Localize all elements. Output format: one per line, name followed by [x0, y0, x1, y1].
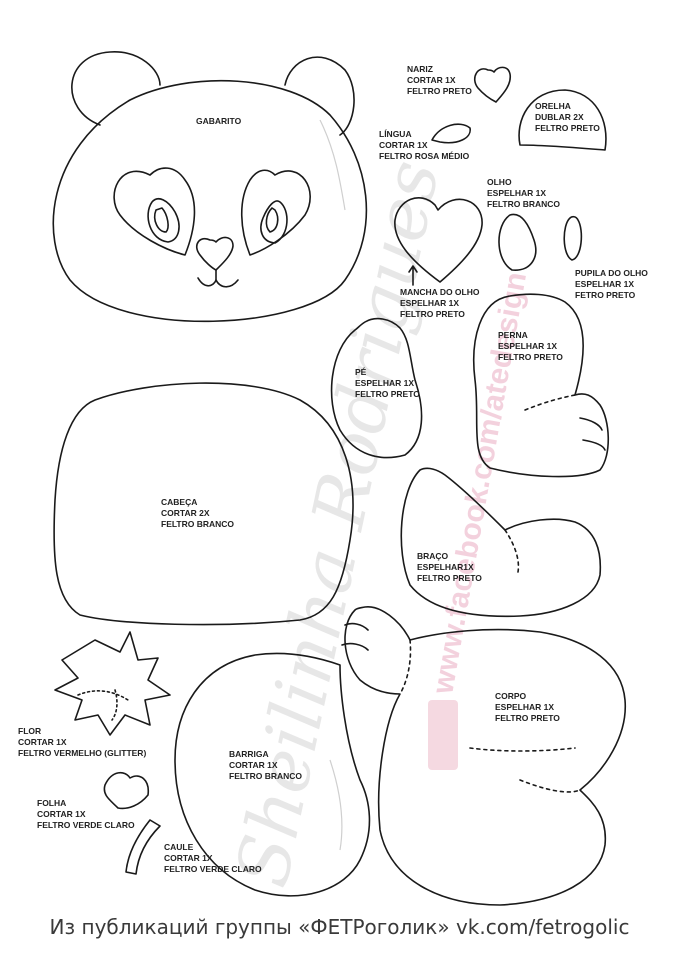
label-line: PÉ [355, 367, 367, 377]
footer-credit: Из публикаций группы «ФЕТРоголик» vk.com… [49, 915, 630, 939]
label-line: FELTRO PRETO [407, 86, 472, 96]
tongue-piece [431, 123, 471, 144]
label-barriga: BARRIGA CORTAR 1X FELTRO BRANCO [229, 749, 302, 782]
label-line: ESPELHAR1X [417, 562, 474, 572]
label-line: ESPELHAR 1X [498, 341, 558, 351]
arrow-mark [408, 265, 418, 286]
label-line: MANCHA DO OLHO [400, 287, 480, 297]
leaf-piece [103, 771, 150, 810]
label-braco: BRAÇO ESPELHAR1X FELTRO PRETO [417, 551, 482, 584]
label-line: CORTAR 1X [379, 140, 428, 150]
label-line: FELTRO VERMELHO (GLITTER) [18, 748, 147, 758]
eye-patch-piece [394, 196, 483, 283]
label-line: FELTRO PRETO [535, 123, 600, 133]
label-line: ESPELHAR 1X [575, 279, 635, 289]
leg-piece [472, 293, 610, 478]
head-piece [53, 382, 354, 626]
ear-piece [518, 89, 607, 151]
label-line: LÍNGUA [379, 129, 412, 139]
label-lingua: LÍNGUA CORTAR 1X FELTRO ROSA MÉDIO [379, 129, 469, 162]
label-line: ORELHA [535, 101, 571, 111]
label-folha: FOLHA CORTAR 1X FELTRO VERDE CLARO [37, 798, 135, 831]
label-line: CORPO [495, 691, 527, 701]
label-line: CORTAR 1X [18, 737, 67, 747]
belly-piece [174, 652, 371, 897]
label-cabeca: CABEÇA CORTAR 2X FELTRO BRANCO [161, 497, 234, 530]
label-line: FELTRO PRETO [498, 352, 563, 362]
nose-piece [473, 66, 512, 103]
label-line: FELTRO VERDE CLARO [164, 864, 262, 874]
label-gabarito: GABARITO [196, 116, 241, 127]
label-line: FELTRO PRETO [495, 713, 560, 723]
label-line: FELTRO BRANCO [229, 771, 303, 781]
label-line: FELTRO BRANCO [161, 519, 235, 529]
svg-text:Sheilinha Rodrigues: Sheilinha Rodrigues [219, 153, 455, 893]
label-line: FOLHA [37, 798, 67, 808]
label-pe: PÉ ESPELHAR 1X FELTRO PRETO [355, 367, 420, 400]
label-line: CORTAR 1X [37, 809, 86, 819]
label-line: FELTRO ROSA MÉDIO [379, 151, 470, 161]
label-caule: CAULE CORTAR 1X FELTRO VERDE CLARO [164, 842, 262, 875]
label-line: ESPELHAR 1X [487, 188, 547, 198]
label-line: ESPELHAR 1X [400, 298, 460, 308]
flower-piece [54, 631, 171, 736]
label-corpo: CORPO ESPELHAR 1X FELTRO PRETO [495, 691, 560, 724]
label-line: CAULE [164, 842, 194, 852]
body-piece [344, 606, 626, 906]
label-flor: FLOR CORTAR 1X FELTRO VERMELHO (GLITTER) [18, 726, 146, 759]
signature-flourish [319, 119, 346, 851]
stem-piece [125, 819, 161, 875]
label-perna: PERNA ESPELHAR 1X FELTRO PRETO [498, 330, 563, 363]
label-line: CABEÇA [161, 497, 198, 507]
label-line: FELTRO BRANCO [487, 199, 561, 209]
panda-head-template [52, 51, 368, 323]
label-line: CORTAR 1X [407, 75, 456, 85]
label-line: CORTAR 1X [164, 853, 213, 863]
label-line: ESPELHAR 1X [355, 378, 415, 388]
label-line: DUBLAR 2X [535, 112, 584, 122]
label-line: CORTAR 1X [229, 760, 278, 770]
label-line: FELTRO PRETO [400, 309, 465, 319]
label-line: FELTRO PRETO [355, 389, 420, 399]
label-olho: OLHO ESPELHAR 1X FELTRO BRANCO [487, 177, 560, 210]
label-nariz: NARIZ CORTAR 1X FELTRO PRETO [407, 64, 472, 97]
label-line: OLHO [487, 177, 512, 187]
foot-piece [330, 317, 423, 459]
label-line: FLOR [18, 726, 42, 736]
label-line: FETRO PRETO [575, 290, 636, 300]
label-line: ESPELHAR 1X [495, 702, 555, 712]
label-line: GABARITO [196, 116, 242, 126]
pupil-piece [563, 215, 583, 261]
label-line: PERNA [498, 330, 528, 340]
label-line: CORTAR 2X [161, 508, 210, 518]
eye-white-piece [498, 213, 537, 271]
arm-piece [400, 467, 602, 618]
label-line: PUPILA DO OLHO [575, 268, 648, 278]
label-line: NARIZ [407, 64, 433, 74]
label-line: BARRIGA [229, 749, 269, 759]
label-pupila: PUPILA DO OLHO ESPELHAR 1X FETRO PRETO [575, 268, 648, 301]
label-mancha: MANCHA DO OLHO ESPELHAR 1X FELTRO PRETO [400, 287, 479, 320]
label-line: BRAÇO [417, 551, 449, 561]
label-line: FELTRO PRETO [417, 573, 482, 583]
label-line: FELTRO VERDE CLARO [37, 820, 135, 830]
label-orelha: ORELHA DUBLAR 2X FELTRO PRETO [535, 101, 600, 134]
signature-watermark: Sheilinha Rodrigues [219, 153, 455, 893]
